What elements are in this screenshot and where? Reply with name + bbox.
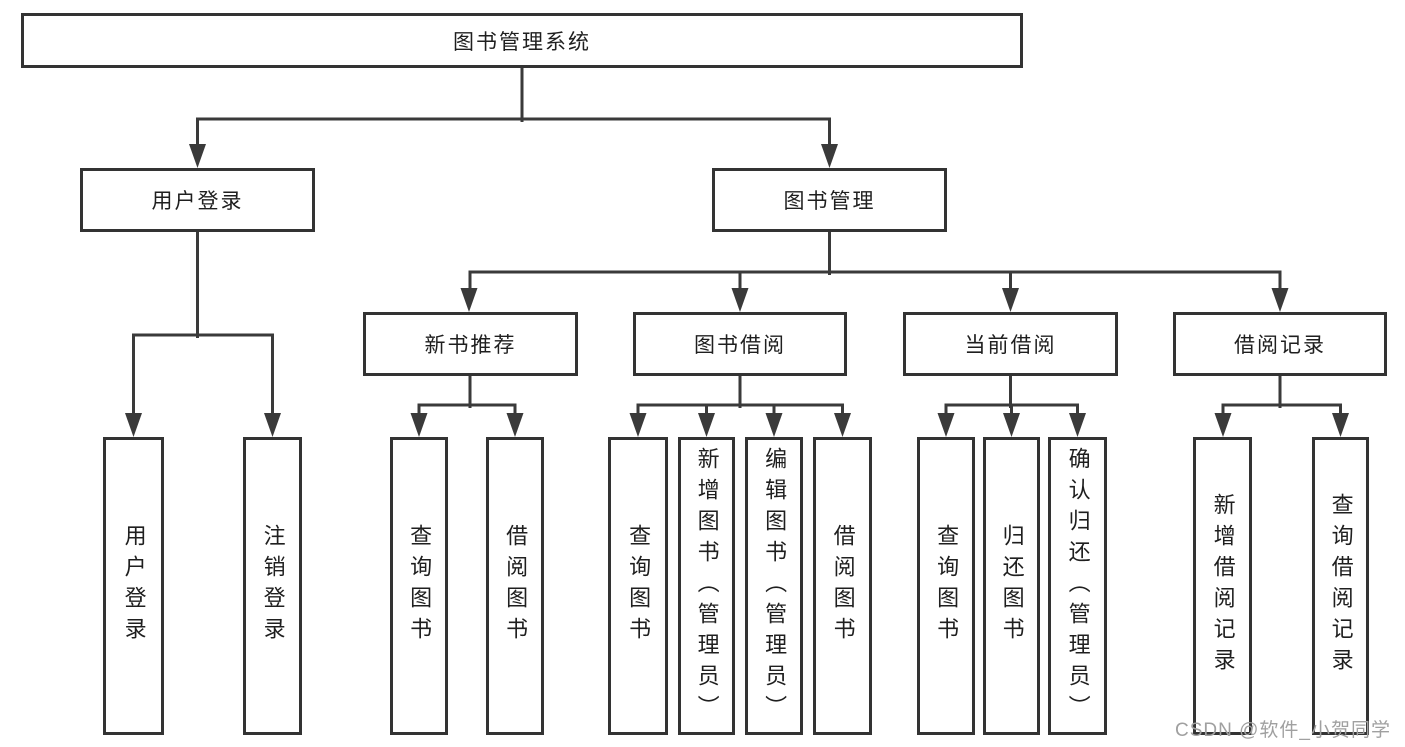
leaf-borrowing-edit-books-admin: 编辑图书（管理员） xyxy=(745,437,803,735)
node-root: 图书管理系统 xyxy=(21,13,1023,68)
leaf-logout: 注销登录 xyxy=(243,437,302,735)
leaf-current-confirm-return-admin: 确认归还（管理员） xyxy=(1048,437,1107,735)
watermark: CSDN @软件_小贺同学 xyxy=(1175,720,1391,741)
node-new-book-recommend: 新书推荐 xyxy=(363,312,578,376)
leaf-records-add: 新增借阅记录 xyxy=(1193,437,1252,735)
node-user-login: 用户登录 xyxy=(80,168,315,232)
leaf-label: 用户登录 xyxy=(121,524,147,648)
leaf-label: 确认归还（管理员） xyxy=(1065,446,1091,726)
leaf-label: 查询图书 xyxy=(407,524,433,648)
node-current-borrowing-label: 当前借阅 xyxy=(964,334,1057,357)
leaf-recommend-borrow-books: 借阅图书 xyxy=(486,437,544,735)
node-book-borrowing: 图书借阅 xyxy=(633,312,847,376)
leaf-label: 查询图书 xyxy=(626,524,652,648)
leaf-borrowing-borrow-books: 借阅图书 xyxy=(813,437,872,735)
leaf-label: 查询图书 xyxy=(934,524,960,648)
leaf-label: 归还图书 xyxy=(999,524,1025,648)
leaf-records-query: 查询借阅记录 xyxy=(1312,437,1369,735)
node-new-book-recommend-label: 新书推荐 xyxy=(424,334,517,357)
leaf-borrowing-add-books-admin: 新增图书（管理员） xyxy=(678,437,735,735)
node-user-login-label: 用户登录 xyxy=(151,190,244,213)
leaf-borrowing-query-books: 查询图书 xyxy=(608,437,668,735)
node-borrow-records: 借阅记录 xyxy=(1173,312,1387,376)
node-borrow-records-label: 借阅记录 xyxy=(1234,334,1326,357)
node-current-borrowing: 当前借阅 xyxy=(903,312,1118,376)
leaf-current-query-books: 查询图书 xyxy=(917,437,975,735)
leaf-label: 查询借阅记录 xyxy=(1328,493,1354,679)
leaf-label: 编辑图书（管理员） xyxy=(762,446,788,726)
leaf-label: 借阅图书 xyxy=(830,524,856,648)
arrowheads xyxy=(125,144,1349,437)
node-root-label: 图书管理系统 xyxy=(453,30,591,54)
leaf-user-login: 用户登录 xyxy=(103,437,164,735)
leaf-current-return-books: 归还图书 xyxy=(983,437,1040,735)
node-book-management-label: 图书管理 xyxy=(783,190,876,213)
leaf-label: 借阅图书 xyxy=(503,524,529,648)
leaf-label: 新增图书（管理员） xyxy=(694,446,720,726)
leaf-label: 注销登录 xyxy=(260,524,286,648)
node-book-management: 图书管理 xyxy=(712,168,947,232)
leaf-recommend-query-books: 查询图书 xyxy=(390,437,448,735)
node-book-borrowing-label: 图书借阅 xyxy=(694,334,786,357)
leaf-label: 新增借阅记录 xyxy=(1210,493,1236,679)
